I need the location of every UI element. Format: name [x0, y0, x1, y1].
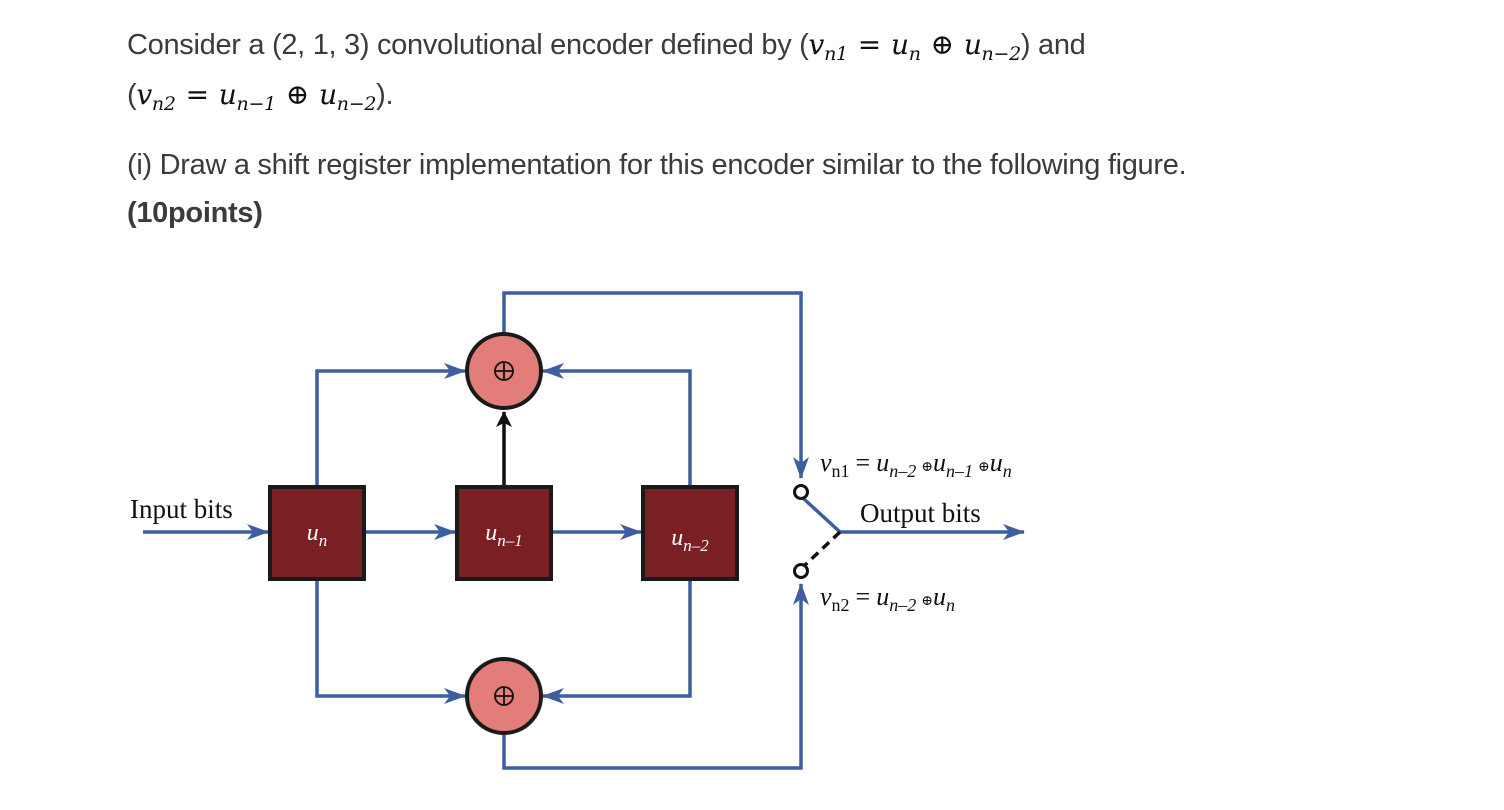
- question-line-1: Consider a (2, 1, 3) convolutional encod…: [127, 28, 1086, 65]
- equation-vn1: vn1=un⊕un−2: [808, 28, 1022, 65]
- wire-un-to-top-adder: [315, 363, 466, 486]
- question-text-prefix: Consider a (2, 1, 3) convolutional encod…: [127, 29, 809, 61]
- top-xor-adder: [465, 332, 543, 410]
- xor-icon: [494, 361, 514, 381]
- output-bits-label: Output bits: [860, 498, 981, 528]
- vn1-equation-label: vn1=un–2⊕un–1⊕un: [820, 448, 1012, 481]
- vn2-equation-label: vn2=un–2⊕un: [820, 582, 955, 615]
- question-text-suffix: ) and: [1020, 29, 1086, 61]
- register-un-2: un–2: [641, 485, 739, 581]
- wire-un2-to-bottom-adder: [542, 580, 692, 704]
- question-part-i: (i) Draw a shift register implementation…: [127, 149, 1187, 181]
- switch-contact-vn1: [793, 484, 809, 500]
- question-points: (10points): [127, 197, 263, 229]
- wire-un2-to-top-adder: [542, 363, 692, 486]
- svg-text:un: un: [307, 520, 328, 550]
- register-un-1: un–1: [455, 485, 553, 581]
- svg-text:un–2: un–2: [671, 525, 709, 555]
- paren-close: ).: [376, 79, 394, 111]
- wire-un-to-bottom-adder: [315, 580, 466, 704]
- wire-top-adder-output: [502, 291, 809, 479]
- bottom-xor-adder: [465, 657, 543, 735]
- register-un: un: [268, 485, 366, 581]
- paren-open: (: [127, 79, 137, 111]
- svg-text:un–1: un–1: [485, 520, 523, 550]
- xor-icon: [494, 686, 514, 706]
- question-line-2: (vn2=un−1⊕un−2).: [127, 78, 394, 115]
- equation-vn2: vn2=un−1⊕un−2: [136, 78, 377, 115]
- input-bits-label: Input bits: [130, 494, 233, 524]
- switch-contact-vn2: [793, 563, 809, 579]
- switch-arm: [802, 497, 842, 534]
- switch-dashed-arm: [802, 530, 842, 568]
- wire-bottom-adder-output: [502, 583, 809, 770]
